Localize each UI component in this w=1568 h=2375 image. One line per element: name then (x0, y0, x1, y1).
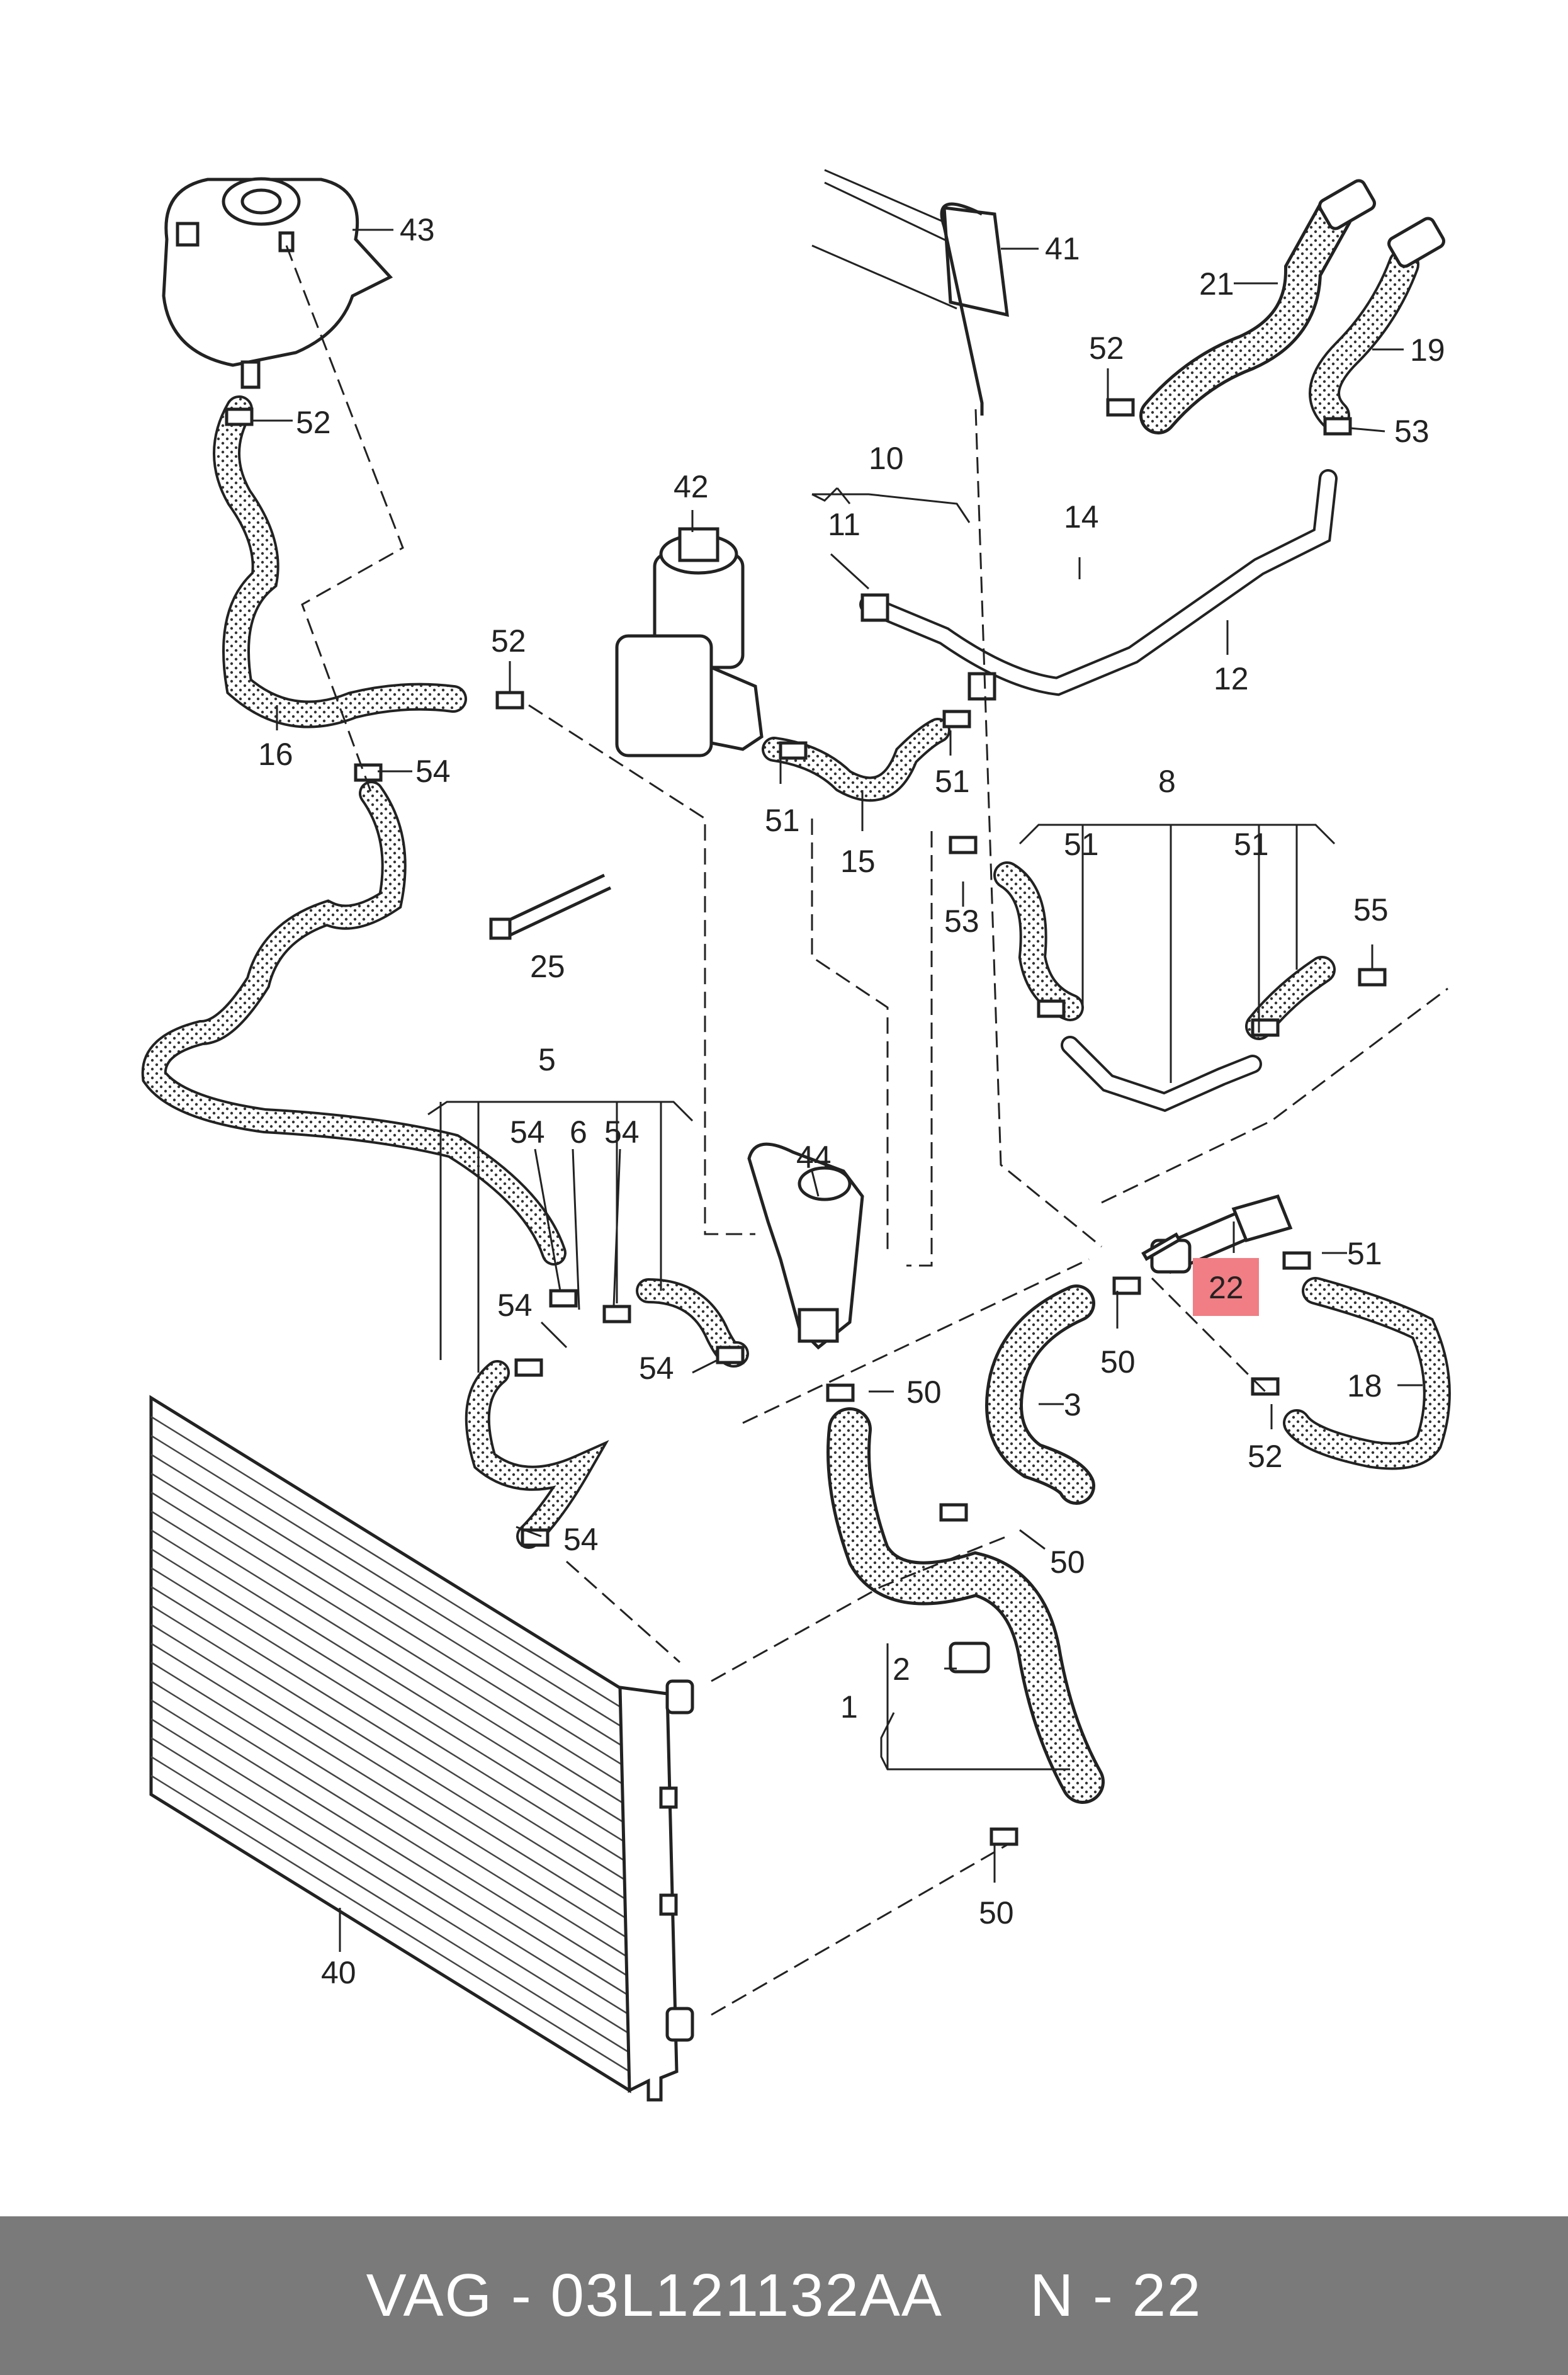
pipe-8 (993, 861, 1336, 1113)
callout-15: 15 (840, 844, 876, 879)
footer-caption: VAG - 03L121132AA N - 22 (366, 2262, 1202, 2329)
cable-ties-25 (489, 873, 612, 940)
diagram-position: N - 22 (1030, 2262, 1202, 2329)
callout-40: 40 (321, 1955, 356, 1990)
hose-clips (225, 398, 1387, 1846)
part-number: 03L121132AA (550, 2262, 940, 2329)
expansion-tank (162, 177, 393, 389)
hose-long-left (141, 781, 567, 1266)
callout-3: 3 (1064, 1387, 1081, 1422)
callout-43: 43 (400, 212, 435, 247)
callout-55: 55 (1353, 892, 1389, 927)
callout-8: 8 (1158, 764, 1176, 799)
brand-label: VAG (366, 2262, 494, 2329)
cooling-system-diagram: 43 52 16 52 54 25 42 10 11 51 15 51 41 2… (141, 169, 1451, 2102)
callout-16: 16 (258, 737, 293, 772)
hose-21 (1139, 179, 1376, 434)
callout-12: 12 (1214, 661, 1249, 696)
pipe-10 (859, 469, 1338, 701)
callout-52: 52 (1089, 331, 1124, 366)
callout-52: 52 (296, 405, 331, 440)
callout-22: 22 (1209, 1270, 1244, 1305)
callout-51: 51 (1234, 827, 1269, 862)
callout-50: 50 (1050, 1545, 1085, 1580)
callout-6: 6 (570, 1114, 587, 1150)
callout-25: 25 (530, 949, 565, 984)
callout-44: 44 (796, 1140, 832, 1175)
callout-54: 54 (497, 1288, 533, 1323)
callout-14: 14 (1064, 499, 1099, 535)
callout-41: 41 (1045, 231, 1080, 266)
callout-2: 2 (893, 1652, 910, 1687)
callout-54: 54 (639, 1351, 674, 1386)
callout-54: 54 (510, 1114, 545, 1150)
callout-11: 11 (828, 507, 860, 542)
callout-51: 51 (1347, 1236, 1382, 1271)
callout-5: 5 (538, 1042, 556, 1077)
hose-18 (1283, 1277, 1451, 1470)
callout-54: 54 (415, 754, 451, 789)
hose-19 (1309, 217, 1445, 431)
callout-21: 21 (1199, 266, 1234, 302)
callout-19: 19 (1410, 332, 1445, 368)
callout-1: 1 (840, 1689, 858, 1725)
callout-labels: 43 52 16 52 54 25 42 10 11 51 15 51 41 2… (258, 212, 1445, 1990)
callout-53: 53 (944, 904, 979, 939)
hose-1 (826, 1407, 1105, 1804)
radiator (149, 1395, 694, 2102)
callout-53: 53 (1394, 414, 1430, 449)
oil-filter-housing (615, 527, 764, 757)
highlight-box (1193, 1258, 1259, 1316)
callout-50: 50 (906, 1375, 942, 1410)
bracket-2 (949, 1641, 990, 1674)
oil-cooler (811, 169, 1009, 416)
hose-lower-left (465, 1278, 749, 1549)
callout-50: 50 (1100, 1344, 1136, 1380)
callout-10: 10 (869, 441, 904, 476)
thermostat-housing (747, 1142, 864, 1350)
callout-52: 52 (491, 623, 526, 659)
hose-15 (762, 718, 950, 802)
callout-54: 54 (604, 1114, 640, 1150)
hose-3 (985, 1284, 1095, 1505)
callout-51: 51 (1064, 827, 1099, 862)
callout-54: 54 (563, 1522, 599, 1557)
hose-16 (213, 395, 467, 728)
callout-42: 42 (674, 469, 709, 504)
connection-lines (285, 245, 1448, 2016)
callout-51: 51 (765, 803, 800, 838)
callout-51: 51 (935, 764, 970, 799)
leader-lines (252, 229, 1423, 1952)
callout-18: 18 (1347, 1368, 1382, 1403)
callout-50: 50 (979, 1895, 1014, 1930)
callout-52: 52 (1248, 1439, 1283, 1474)
footer-bar: VAG - 03L121132AA N - 22 (0, 2216, 1568, 2375)
